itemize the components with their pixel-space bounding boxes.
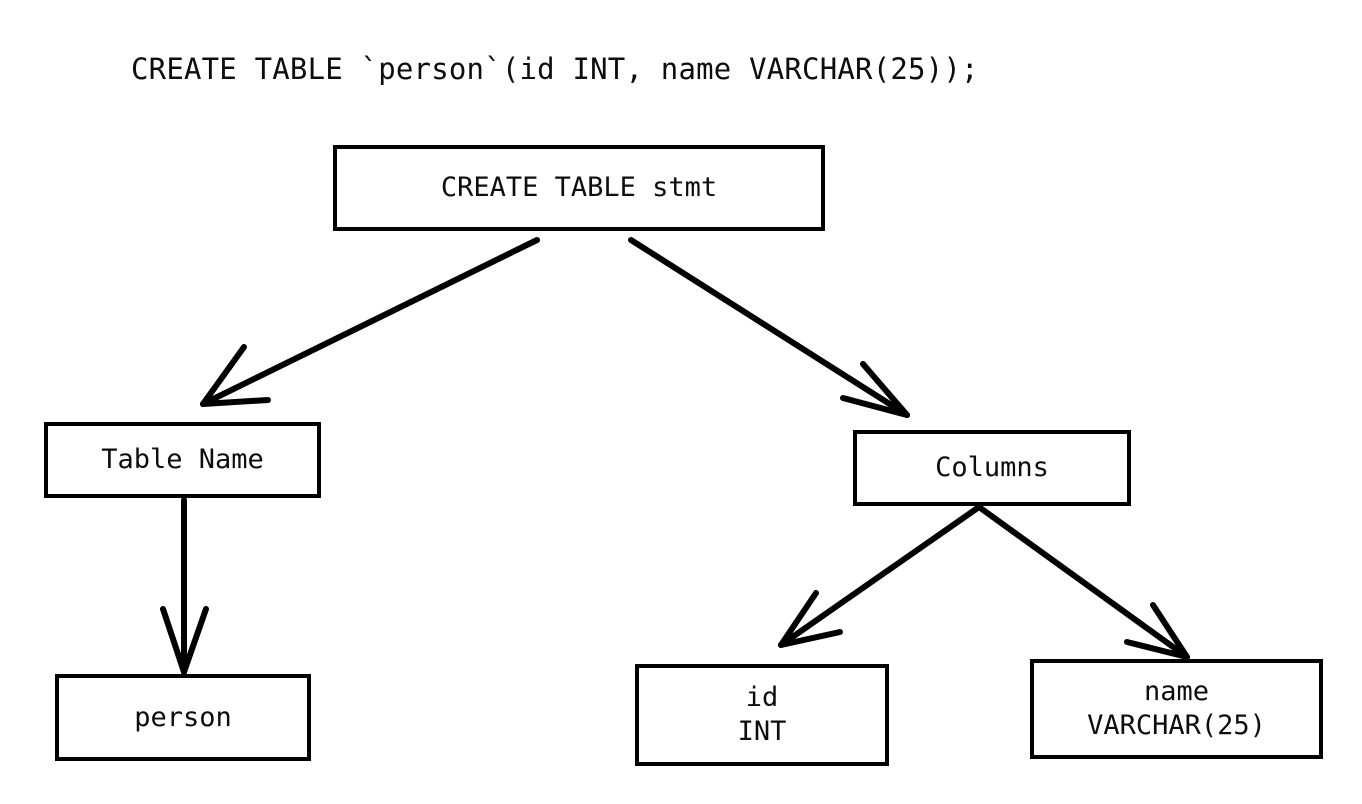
edge-columns-to-col-name <box>976 504 1190 660</box>
node-column-name-type: VARCHAR(25) <box>1087 710 1266 741</box>
node-person[interactable]: person <box>55 674 311 761</box>
node-column-id-name: id <box>745 682 779 713</box>
edge-table-name-to-person <box>160 497 209 675</box>
sql-statement-title: CREATE TABLE `person`(id INT, name VARCH… <box>131 52 979 86</box>
node-root-label: CREATE TABLE stmt <box>440 172 718 203</box>
node-column-id-type: INT <box>737 716 787 747</box>
node-column-id[interactable]: id INT <box>635 664 889 766</box>
node-column-name-name: name <box>1143 676 1210 707</box>
node-create-table-stmt[interactable]: CREATE TABLE stmt <box>333 145 825 231</box>
node-table-name[interactable]: Table Name <box>44 422 321 498</box>
node-column-name[interactable]: name VARCHAR(25) <box>1030 659 1323 759</box>
node-columns-label: Columns <box>935 452 1049 483</box>
edge-root-to-table-name <box>200 237 540 407</box>
edge-root-to-columns <box>628 237 910 418</box>
node-table-name-label: Table Name <box>101 444 264 475</box>
edge-columns-to-col-id <box>778 504 982 648</box>
node-columns[interactable]: Columns <box>853 430 1131 506</box>
node-person-label: person <box>134 701 232 733</box>
